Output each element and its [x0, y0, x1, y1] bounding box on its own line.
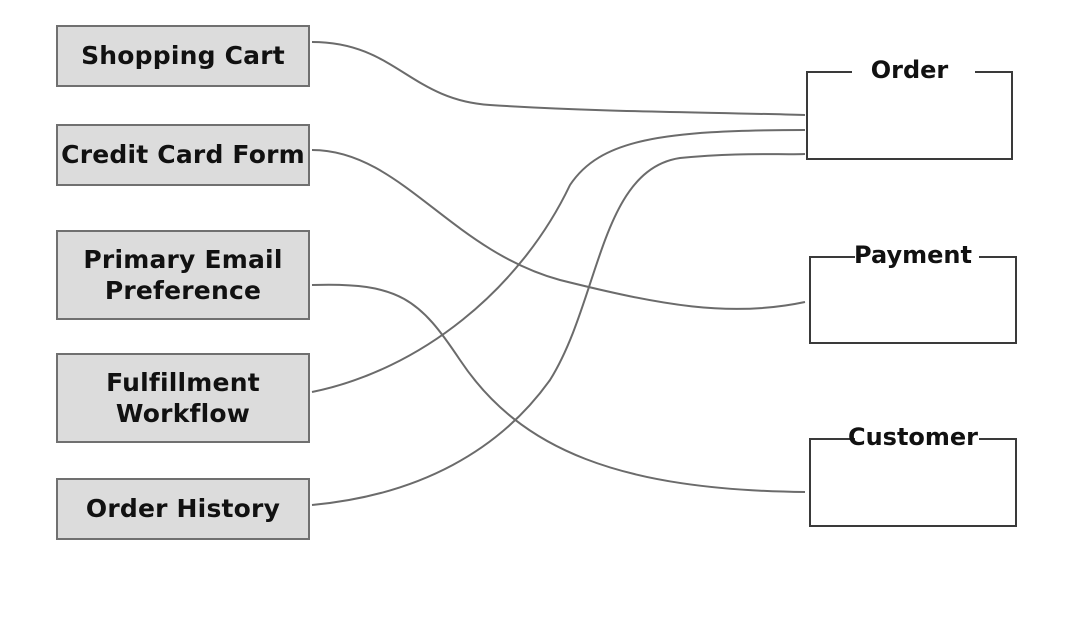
connector-primary-email-preference-to-customer [311, 283, 806, 493]
source-label: Credit Card Form [61, 140, 305, 170]
connector-credit-card-form-to-payment [311, 149, 806, 311]
source-primary-email-preference: Primary Email Preference [56, 230, 310, 320]
target-label: Order [870, 56, 949, 84]
connector-order-history-to-order [311, 153, 806, 506]
source-label: Fulfillment Workflow [106, 367, 260, 428]
target-customer: Customer [809, 423, 1017, 527]
connector-shopping-cart-to-order [311, 41, 806, 116]
target-border-segment [975, 71, 1013, 73]
target-label: Customer [847, 423, 979, 451]
target-border-segment [809, 438, 855, 440]
target-payment: Payment [809, 241, 1017, 344]
target-border-segment [806, 71, 852, 73]
source-credit-card-form: Credit Card Form [56, 124, 310, 186]
source-shopping-cart: Shopping Cart [56, 25, 310, 87]
source-label: Shopping Cart [81, 41, 285, 71]
target-label: Payment [854, 241, 972, 269]
target-order: Order [806, 56, 1013, 160]
target-border-segment [979, 438, 1017, 440]
source-order-history: Order History [56, 478, 310, 540]
connector-fulfillment-workflow-to-order [311, 129, 806, 393]
target-border-segment [809, 256, 855, 258]
source-label: Primary Email Preference [83, 244, 283, 305]
source-label: Order History [85, 494, 281, 524]
target-border-segment [979, 256, 1017, 258]
source-fulfillment-workflow: Fulfillment Workflow [56, 353, 310, 443]
